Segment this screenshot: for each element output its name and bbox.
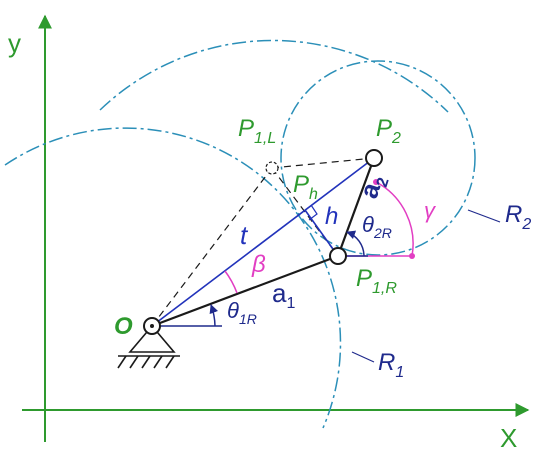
a1-label-sub: 1	[286, 295, 295, 312]
r2-label: R2	[505, 201, 531, 233]
origin-label: O	[114, 313, 133, 340]
r1-label-main: R	[378, 349, 395, 376]
gamma-label: γ	[424, 198, 437, 223]
gamma-arc	[375, 181, 414, 257]
h-label: h	[325, 203, 338, 230]
p2-label-main: P	[376, 115, 392, 142]
theta1r-arc	[209, 304, 219, 327]
line-p1l-p1r	[271, 167, 339, 257]
angle-dot-ref	[409, 253, 415, 259]
p1r-label: P1,R	[356, 265, 397, 297]
beta-label: β	[251, 251, 266, 278]
r1-label: R1	[378, 349, 404, 381]
joint-p1l	[265, 161, 279, 175]
theta2r-label-main: θ	[362, 212, 374, 237]
theta2r-label: θ2R	[362, 212, 392, 241]
r2-label-main: R	[505, 201, 522, 228]
r2-label-sub: 2	[521, 216, 531, 233]
p1l-label-sub: 1,L	[254, 130, 276, 147]
angle-dot-p2	[373, 179, 379, 185]
r1-leader	[351, 351, 375, 363]
joint-p1r	[329, 247, 347, 265]
link-a1	[151, 254, 339, 328]
p1r-label-main: P	[356, 265, 372, 292]
theta1r-label: θ1R	[227, 298, 257, 327]
ph-label: Ph	[293, 171, 318, 203]
ph-label-main: P	[293, 171, 309, 198]
axes: X y	[8, 14, 530, 453]
theta2r-label-sub: 2R	[373, 225, 392, 241]
p2-label: P2	[376, 115, 401, 147]
r2-leader	[467, 209, 501, 223]
ground-support	[117, 324, 180, 369]
y-axis-label: y	[8, 28, 21, 58]
right-angle-mark	[308, 204, 318, 221]
theta1r-label-sub: 1R	[239, 311, 257, 327]
construction-lines	[151, 157, 375, 327]
joints	[143, 149, 383, 335]
line-o-p1l	[151, 167, 273, 327]
circle-r1-arc	[4, 127, 342, 429]
vector-h	[304, 209, 339, 257]
theta2r-arc	[346, 230, 365, 257]
ph-label-sub: h	[309, 186, 318, 203]
a1-label: a1	[272, 278, 295, 312]
joint-p2	[365, 149, 383, 167]
vector-t	[151, 157, 375, 327]
x-axis-label: X	[500, 423, 517, 453]
angle-markers	[152, 181, 414, 327]
joint-o-center	[150, 324, 154, 328]
t-label: t	[240, 220, 249, 250]
p1l-label: P1,L	[238, 115, 276, 147]
a1-label-main: a	[272, 278, 287, 308]
beta-arc	[224, 270, 238, 294]
line-p1l-p2	[271, 157, 375, 169]
p1l-label-main: P	[238, 115, 254, 142]
theta1r-label-main: θ	[227, 298, 239, 323]
p1r-label-sub: 1,R	[372, 280, 397, 297]
r1-label-sub: 1	[395, 364, 404, 381]
circle-p1l-arc	[99, 39, 449, 113]
p2-label-sub: 2	[391, 130, 401, 147]
radius-arcs	[4, 39, 476, 429]
circle-r2	[280, 60, 476, 256]
link-a2	[336, 157, 376, 257]
